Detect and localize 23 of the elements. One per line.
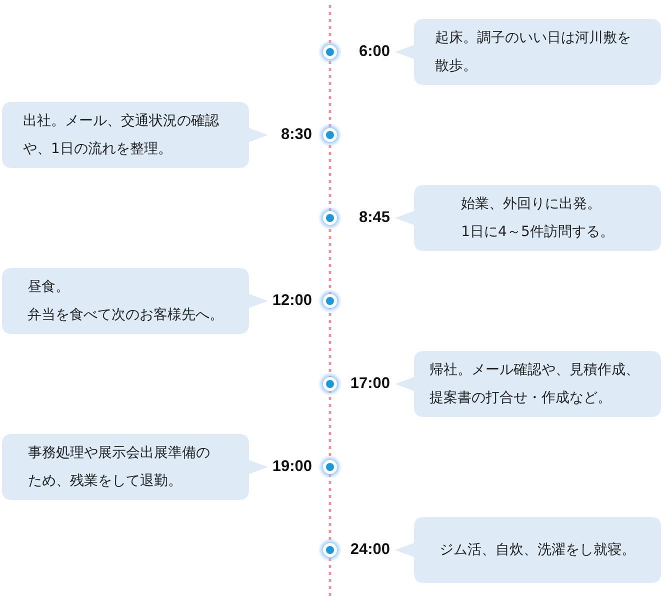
speech-bubble xyxy=(395,516,661,582)
bubble-text: 始業、外回りに出発。 xyxy=(461,194,602,214)
time-label: 8:30 xyxy=(280,124,312,144)
bubble-text: 昼食。 xyxy=(28,278,70,296)
bubble-text: 事務処理や展示会出展準備のため、残業をして退勤。 xyxy=(28,444,211,490)
speech-bubble xyxy=(395,18,661,84)
speech-bubble xyxy=(395,184,661,250)
bubble-text: 出社。メール、交通状況の確認や、1日の流れを整理。 xyxy=(23,112,220,158)
bubble-text: 弁当を食べて次のお客様先へ。 xyxy=(28,306,224,324)
speech-bubble xyxy=(2,434,268,500)
time-label: 6:00 xyxy=(358,42,390,62)
bubble-text: 1日に4～5件訪問する。 xyxy=(461,222,614,242)
speech-bubble xyxy=(395,350,661,416)
time-label: 17:00 xyxy=(350,374,390,394)
time-label: 24:00 xyxy=(350,540,390,560)
time-label: 19:00 xyxy=(272,456,312,476)
bubble-text: 起床。調子のいい日は河川敷を散歩。 xyxy=(435,28,632,76)
bubble-text: ジム活、自炊、洗濯をし就寝。 xyxy=(440,540,636,560)
time-label: 8:45 xyxy=(358,208,390,228)
speech-bubble xyxy=(2,102,268,168)
time-label: 12:00 xyxy=(272,290,312,310)
bubble-text: 帰社。メール確認や、見積作成、提案書の打合せ・作成など。 xyxy=(430,360,640,408)
speech-bubble xyxy=(2,268,268,334)
